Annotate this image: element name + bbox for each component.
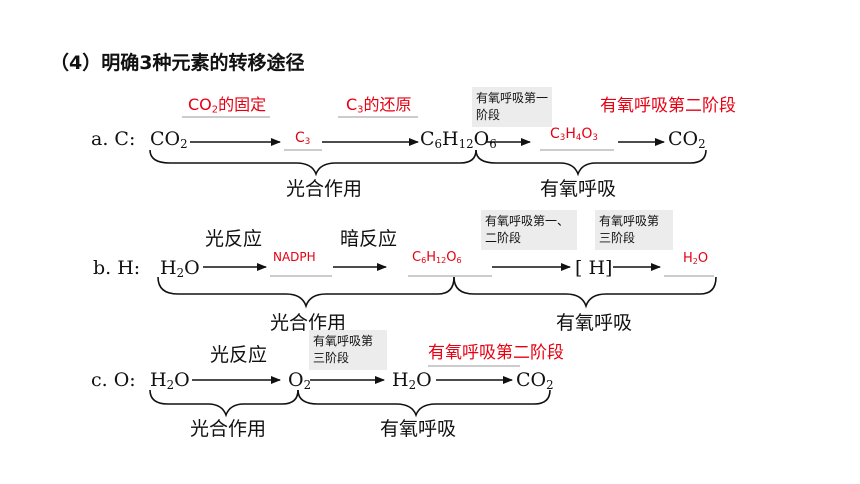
row-c-step3-label: 有氧呼吸第二阶段 xyxy=(428,343,564,363)
row-c-o2: O2 xyxy=(288,369,312,392)
row-b-step2-label: 暗反应 xyxy=(340,228,398,250)
row-b-brace-2 xyxy=(453,276,717,309)
row-a-label: a. C: xyxy=(91,128,136,150)
row-c-label: c. O: xyxy=(91,369,136,391)
row-b-brace2-label: 有氧呼吸 xyxy=(556,312,633,334)
row-b-step1-label: 光反应 xyxy=(205,228,263,250)
row-b-step3-box: 有氧呼吸第一、二阶段 xyxy=(481,210,577,250)
row-a-step3-box: 有氧呼吸第一阶段 xyxy=(472,87,552,127)
row-a-end-co2: CO2 xyxy=(668,128,706,151)
row-a-brace-1 xyxy=(149,149,477,177)
row-b-label: b. H: xyxy=(93,257,141,279)
row-a-step4-label: 有氧呼吸第二阶段 xyxy=(600,96,736,116)
row-a-brace1-label: 光合作用 xyxy=(286,178,363,200)
row-a-brace2-label: 有氧呼吸 xyxy=(540,178,617,200)
row-a-pyruvate: C3H4O3 xyxy=(550,126,598,144)
row-a-c3: C3 xyxy=(295,130,311,148)
row-b-brace-1 xyxy=(157,276,455,309)
row-c-step2-box: 有氧呼吸第三阶段 xyxy=(309,330,387,370)
row-a-brace-2 xyxy=(475,149,707,177)
row-b-end-h2o: H2O xyxy=(683,251,709,266)
row-b-h: [ H] xyxy=(575,257,613,279)
row-b-brace1-label: 光合作用 xyxy=(270,312,347,334)
row-b-nadph: NADPH xyxy=(273,250,316,264)
row-b-glucose: C6H12O6 xyxy=(412,250,462,265)
row-a-step1-label: CO2的固定 xyxy=(188,95,267,116)
row-c-h2o: H2O xyxy=(150,369,190,392)
row-c-h2o-2: H2O xyxy=(392,369,432,392)
row-a-glucose: C6H12O6 xyxy=(420,128,497,151)
section-title: （4）明确3种元素的转移途径 xyxy=(50,52,305,74)
row-a-co2: CO2 xyxy=(150,128,188,151)
row-c-brace-2 xyxy=(297,389,551,418)
row-b-h2o: H2O xyxy=(160,257,200,280)
row-c-brace2-label: 有氧呼吸 xyxy=(380,418,457,440)
row-a-step2-label: C3的还原 xyxy=(346,95,412,116)
row-b-step4-box: 有氧呼吸第三阶段 xyxy=(595,210,673,250)
row-c-step1-label: 光反应 xyxy=(210,344,268,366)
row-c-end-co2: CO2 xyxy=(516,369,554,392)
row-c-brace1-label: 光合作用 xyxy=(190,418,267,440)
row-c-brace-1 xyxy=(149,389,299,418)
